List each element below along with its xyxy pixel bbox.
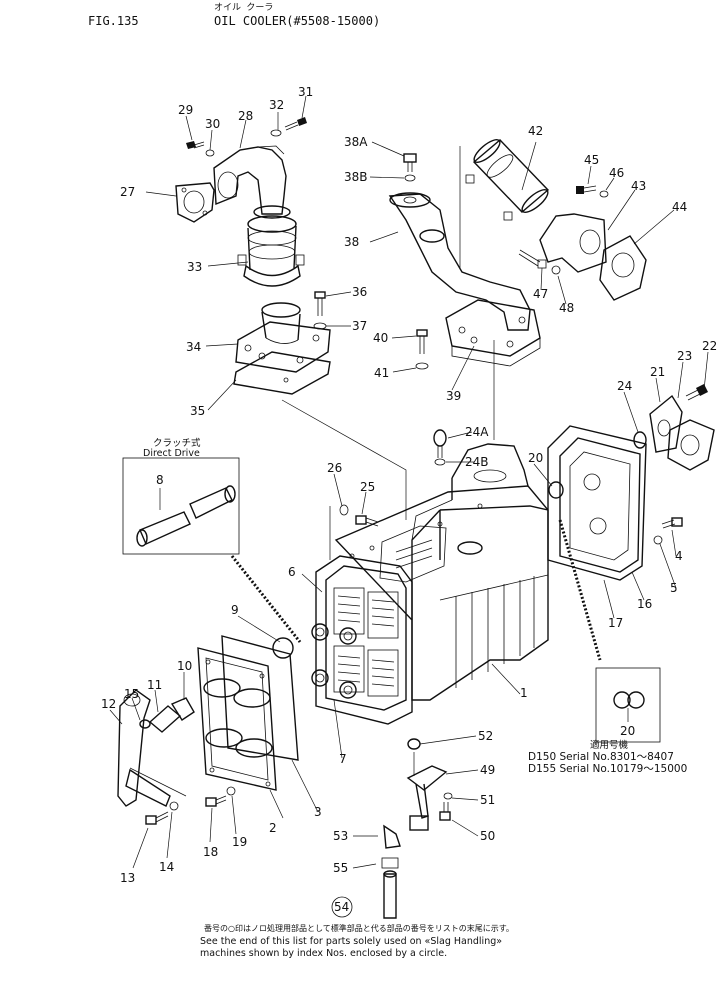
callout-16: 16 — [637, 597, 652, 611]
callout-35: 35 — [190, 404, 205, 418]
callout-38b: 38B — [344, 170, 368, 184]
serial-label-japanese: 適用号機 — [590, 739, 629, 751]
footer-note: 番号の○印はノロ処理用部品として標準部品と代る部品の番号をリストの末尾に示す。 … — [200, 923, 514, 959]
callout-43: 43 — [631, 179, 646, 193]
inset-label: Direct Drive — [143, 448, 200, 459]
front-cover-and-gasket — [197, 635, 299, 791]
callout-11: 11 — [147, 678, 162, 692]
drain-assembly — [381, 738, 453, 919]
serial-line-2: D155 Serial No.10179～15000 — [528, 763, 687, 775]
inset-oring — [595, 667, 661, 743]
callout-29: 29 — [178, 103, 193, 117]
serial-line-1: D150 Serial No.8301～8407 — [528, 751, 674, 763]
callout-50: 50 — [480, 829, 495, 843]
callout-7: 7 — [339, 752, 347, 766]
figure-number: FIG.135 — [88, 14, 139, 28]
callout-48: 48 — [559, 301, 574, 315]
callout-24: 24 — [617, 379, 632, 393]
callout-24b: 24B — [465, 455, 489, 469]
callout-37: 37 — [352, 319, 367, 333]
callout-12: 12 — [101, 697, 116, 711]
callout-54: 54 — [334, 900, 349, 914]
callout-2: 2 — [269, 821, 277, 835]
title-japanese: オイル クーラ — [214, 2, 273, 13]
rear-cover-assembly — [339, 384, 715, 581]
callout-30: 30 — [205, 117, 220, 131]
callout-44: 44 — [672, 200, 687, 214]
inset-label-japanese: クラッチ式 — [153, 437, 201, 449]
callout-49: 49 — [480, 763, 495, 777]
callout-23: 23 — [677, 349, 692, 363]
callout-5: 5 — [670, 581, 678, 595]
callout-14: 14 — [159, 860, 174, 874]
callout-10: 10 — [177, 659, 192, 673]
assembly-center-lines — [129, 146, 602, 797]
inset-direct-drive: クラッチ式 Direct Drive — [122, 437, 240, 555]
callout-24a: 24A — [465, 425, 489, 439]
callout-47: 47 — [533, 287, 548, 301]
callout-38: 38 — [344, 235, 359, 249]
outlet-hose-and-elbow — [465, 139, 647, 301]
footer-note-line-1: See the end of this list for parts solel… — [200, 936, 502, 947]
callout-52: 52 — [478, 729, 493, 743]
callout-leaders — [109, 95, 709, 869]
callout-40: 40 — [373, 331, 388, 345]
callout-3: 3 — [314, 805, 322, 819]
callout-34: 34 — [186, 340, 201, 354]
callout-13: 13 — [120, 871, 135, 885]
callout-31: 31 — [298, 85, 313, 99]
oil-elbow-and-flange — [117, 637, 294, 825]
cooler-core — [311, 555, 413, 725]
callout-28: 28 — [238, 109, 253, 123]
callout-55: 55 — [333, 861, 348, 875]
pipe-assembly — [388, 153, 541, 370]
callout-45: 45 — [584, 153, 599, 167]
adapter-and-gasket — [233, 291, 331, 395]
callout-54-circle — [331, 896, 353, 918]
callout-6: 6 — [288, 565, 296, 579]
callout-17: 17 — [608, 616, 623, 630]
callout-42: 42 — [528, 124, 543, 138]
callout-19: 19 — [232, 835, 247, 849]
footer-note-japanese: 番号の○印はノロ処理用部品として標準部品と代る部品の番号をリストの末尾に示す。 — [204, 923, 514, 933]
callout-1: 1 — [520, 686, 528, 700]
callout-9: 9 — [231, 603, 239, 617]
callout-15: 15 — [124, 687, 139, 701]
callout-32: 32 — [269, 98, 284, 112]
elbow-assembly-left — [175, 117, 307, 287]
callout-51: 51 — [480, 793, 495, 807]
serial-applicability: 適用号機 D150 Serial No.8301～8407 D155 Seria… — [528, 739, 687, 775]
callout-26: 26 — [327, 461, 342, 475]
callout-18: 18 — [203, 845, 218, 859]
callout-21: 21 — [650, 365, 665, 379]
callout-20b: 20 — [620, 724, 635, 738]
callout-36: 36 — [352, 285, 367, 299]
callout-25: 25 — [360, 480, 375, 494]
callout-53: 53 — [333, 829, 348, 843]
callout-22: 22 — [702, 339, 717, 353]
callout-38a: 38A — [344, 135, 368, 149]
figure-title: OIL COOLER(#5508-15000) — [214, 14, 380, 28]
callout-4: 4 — [675, 549, 683, 563]
callout-8: 8 — [156, 473, 164, 487]
callout-27: 27 — [120, 185, 135, 199]
callout-41: 41 — [374, 366, 389, 380]
callout-39: 39 — [446, 389, 461, 403]
callout-numbers: 1 2 3 4 5 6 7 8 9 10 11 12 13 14 15 16 1… — [101, 85, 717, 918]
callout-33: 33 — [187, 260, 202, 274]
footer-note-line-2: machines shown by index Nos. enclosed by… — [200, 948, 447, 959]
callout-46: 46 — [609, 166, 624, 180]
callout-20a: 20 — [528, 451, 543, 465]
